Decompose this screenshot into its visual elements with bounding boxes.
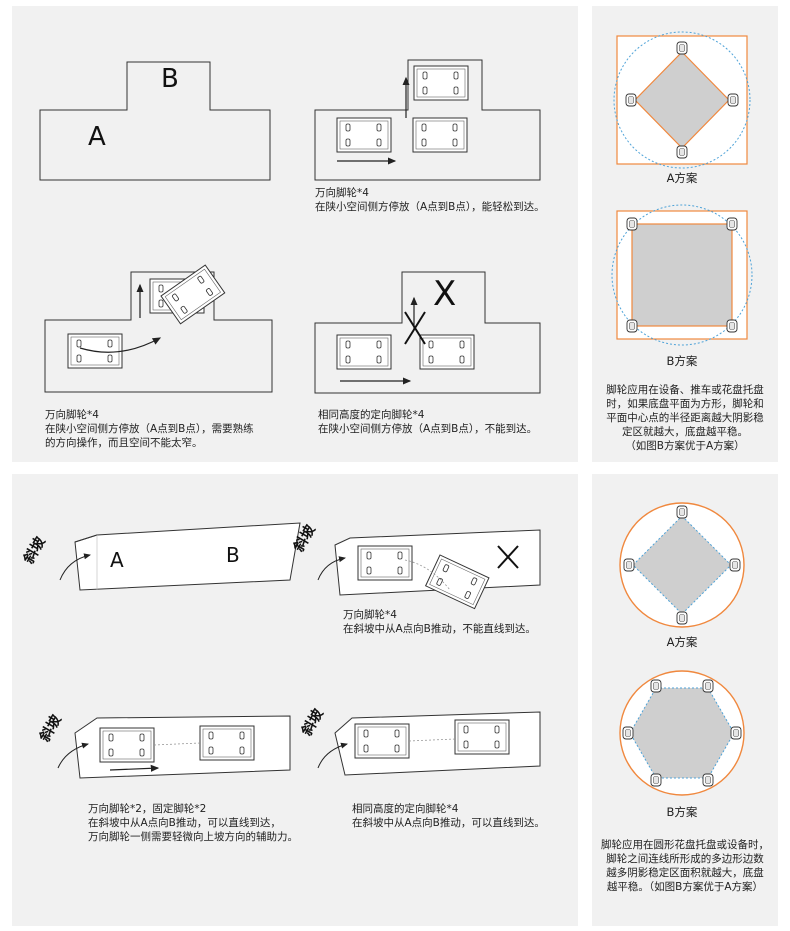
caster-icon [726,217,738,231]
slope-arrow [317,556,346,581]
plan-description: 脚轮应用在圆形花盘托盘或设备时， 脚轮之间连线所形成的多边形边数 越多阴影稳定区… [601,839,769,893]
caster-icon [676,611,688,625]
no-entry-mark: X [433,274,457,314]
cart-icon [336,334,392,370]
cart-icon [413,65,469,101]
caster-icon [702,679,714,693]
point-label-a: A [88,122,106,152]
room-outline-2 [314,59,541,181]
caster-icon [626,319,638,333]
caption: 万向脚轮*4 在斜坡中从A点向B推动，不能直线到达。 [343,609,536,635]
slope-arrow [59,553,91,581]
cart-icon [419,334,475,370]
cart-icon [354,723,410,759]
caption: 万向脚轮*2，固定脚轮*2 在斜坡中从A点向B推动，可以直线到达， 万向脚轮一侧… [88,803,298,843]
point-label-b: B [226,543,240,567]
x-stroke [497,545,519,569]
caption: 万向脚轮*4 在陕小空间侧方停放（A点到B点），能轻松到达。 [315,187,545,213]
stability-area [632,515,732,615]
caster-icon [727,93,739,107]
point-label-b: B [161,64,179,94]
point-label-a: A [110,548,124,572]
plan-a-label: A方案 [666,635,698,649]
caster-icon [702,773,714,787]
room-outline-4 [314,271,541,394]
cart-icon [412,117,468,153]
slope-surface [74,522,301,591]
caption: 相同高度的定向脚轮*4 在陕小空间侧方停放（A点到B点），不能到达。 [318,409,538,435]
plan-description: 脚轮应用在设备、推车或花盘托盘 时，如果底盘平面为方形，脚轮和 平面中心点的半径… [606,384,764,452]
cart-icon [336,117,392,153]
caster-icon [676,41,688,55]
slope-arrow [57,742,89,769]
plan-a-label: A方案 [666,171,698,185]
caster-icon [676,505,688,519]
caster-icon [625,93,637,107]
caster-icon [622,726,634,740]
rotated-cart [160,264,226,325]
cart-icon [99,727,155,763]
stability-circle [611,204,753,346]
plan-b-label: B方案 [666,354,698,368]
caster-icon [726,319,738,333]
room-outline-1 [39,61,271,181]
room-outline-3 [44,271,273,393]
caption: 万向脚轮*4 在陕小空间侧方停放（A点到B点），需要熟练 的方向操作，而且空间不… [45,409,254,449]
arrow-right [109,764,160,772]
caster-icon [623,558,635,572]
caster-icon [730,726,742,740]
caster-icon [650,679,662,693]
caster-icon [626,217,638,231]
x-stroke [404,311,426,345]
stability-area [631,223,733,327]
caption: 相同高度的定向脚轮*4 在斜坡中从A点向B推动，可以直线到达。 [352,803,545,829]
plan-b-label: B方案 [666,805,698,819]
caster-icon [650,773,662,787]
slope-arrow [317,742,348,769]
caster-icon [729,558,741,572]
panel-top-left [12,6,578,462]
cart-icon [357,545,413,581]
cart-icon [199,725,255,761]
curved-arrow [79,337,162,353]
caster-icon [676,145,688,159]
stability-circle [613,31,751,169]
cart-icon [454,719,510,755]
